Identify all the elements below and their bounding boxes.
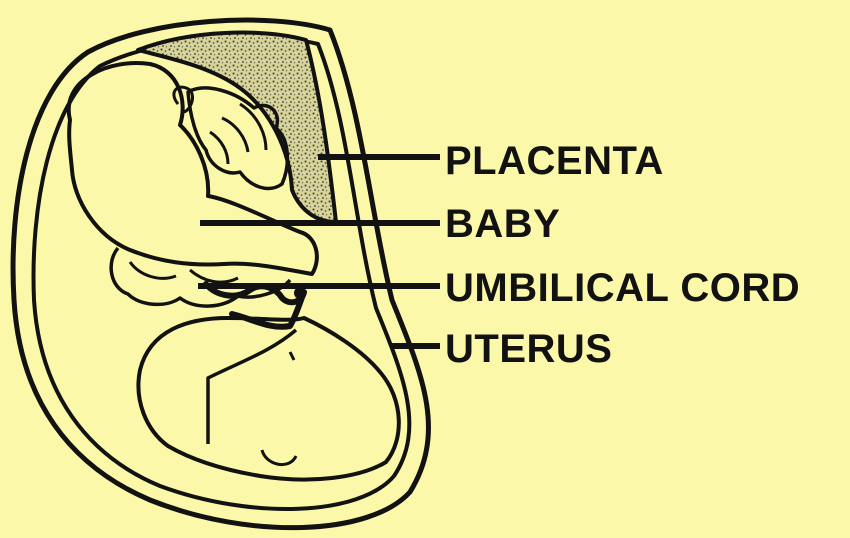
label-umbilical-cord: UMBILICAL CORD	[445, 268, 800, 308]
baby-mouth-mark	[262, 450, 296, 465]
label-baby: BABY	[445, 204, 560, 244]
baby-eye-mark	[290, 352, 294, 360]
label-uterus: UTERUS	[445, 329, 612, 369]
baby-fingers	[210, 104, 266, 164]
label-placenta: PLACENTA	[445, 141, 664, 181]
baby-body	[138, 318, 398, 480]
baby-arm-fold	[208, 330, 296, 444]
